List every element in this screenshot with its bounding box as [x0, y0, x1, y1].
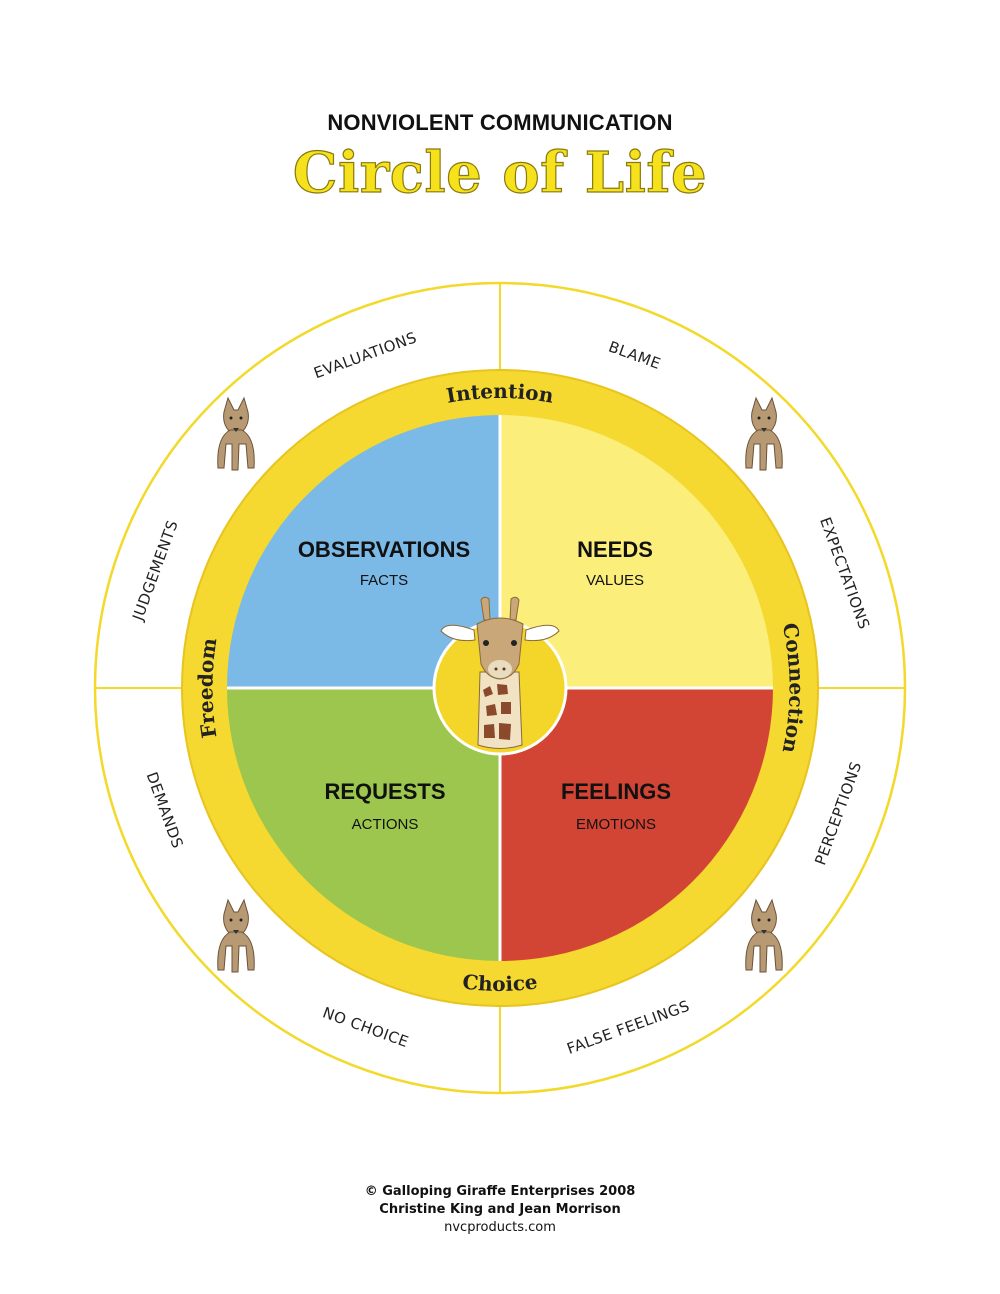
footer-copyright: © Galloping Giraffe Enterprises 2008 — [364, 1184, 636, 1199]
footer-website: nvcproducts.com — [444, 1220, 556, 1235]
observations-subtitle: FACTS — [360, 572, 408, 589]
quadrant-needs — [500, 415, 773, 688]
heading-overline: NONVIOLENT COMMUNICATION — [327, 110, 673, 135]
heading-title: Circle of Life — [292, 139, 708, 206]
needs-title: NEEDS — [577, 537, 653, 562]
quadrant-observations — [227, 415, 500, 688]
jackal-icon-lower-right — [745, 898, 783, 973]
footer-authors: Christine King and Jean Morrison — [379, 1202, 621, 1217]
needs-subtitle: VALUES — [586, 572, 644, 589]
giraffe-icon — [440, 596, 560, 749]
requests-subtitle: ACTIONS — [352, 816, 419, 833]
footer: © Galloping Giraffe Enterprises 2008 Chr… — [0, 1183, 1000, 1237]
band-label-left: Freedom — [193, 636, 221, 739]
jackal-icon-lower-left — [217, 898, 255, 973]
requests-title: REQUESTS — [324, 779, 445, 804]
band-label-bottom: Choice — [461, 970, 538, 996]
quadrant-feelings — [500, 688, 773, 961]
quadrant-requests — [227, 688, 500, 961]
feelings-title: FEELINGS — [561, 779, 671, 804]
feelings-subtitle: EMOTIONS — [576, 816, 656, 833]
jackal-icon-upper-right — [745, 396, 783, 471]
observations-title: OBSERVATIONS — [298, 537, 470, 562]
jackal-icon-upper-left — [217, 396, 255, 471]
